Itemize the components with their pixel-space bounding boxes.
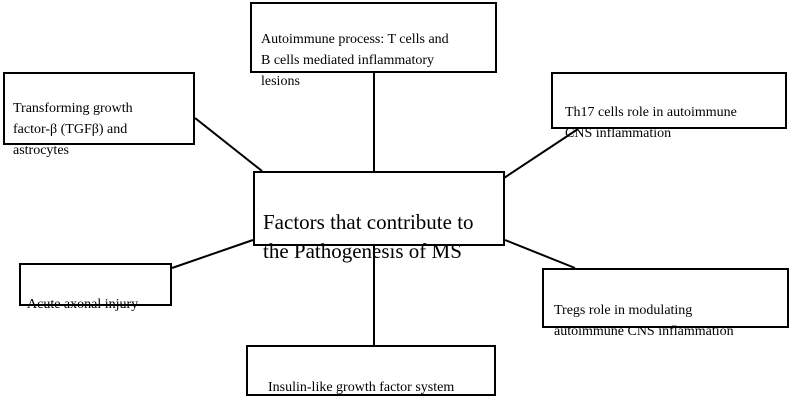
center-topic-label: Factors that contribute to the Pathogene… xyxy=(263,210,474,263)
connector-th17 xyxy=(503,128,579,179)
factor-axonal-box: Acute axonal injury xyxy=(19,263,172,312)
factor-insulin-box: Insulin-like growth factor system xyxy=(246,345,496,396)
center-topic-box: Factors that contribute to the Pathogene… xyxy=(253,171,505,263)
factor-tregs-box: Tregs role in modulating autoimmune CNS … xyxy=(542,268,789,339)
connector-axonal xyxy=(171,239,254,269)
connector-tregs xyxy=(504,239,576,269)
factor-axonal-label: Acute axonal injury xyxy=(27,297,139,312)
factor-tgf-label: Transforming growth factor-β (TGFβ) and … xyxy=(13,101,133,158)
factor-autoimmune-box: Autoimmune process: T cells and B cells … xyxy=(250,2,497,89)
factor-th17-box: Th17 cells role in autoimmune CNS inflam… xyxy=(551,72,787,141)
connector-tgf xyxy=(194,117,263,172)
factor-autoimmune-label: Autoimmune process: T cells and B cells … xyxy=(261,32,449,89)
factor-insulin-label: Insulin-like growth factor system xyxy=(268,380,455,395)
factor-tregs-label: Tregs role in modulating autoimmune CNS … xyxy=(554,303,734,339)
factor-th17-label: Th17 cells role in autoimmune CNS inflam… xyxy=(565,105,737,141)
factor-tgf-box: Transforming growth factor-β (TGFβ) and … xyxy=(3,72,195,158)
